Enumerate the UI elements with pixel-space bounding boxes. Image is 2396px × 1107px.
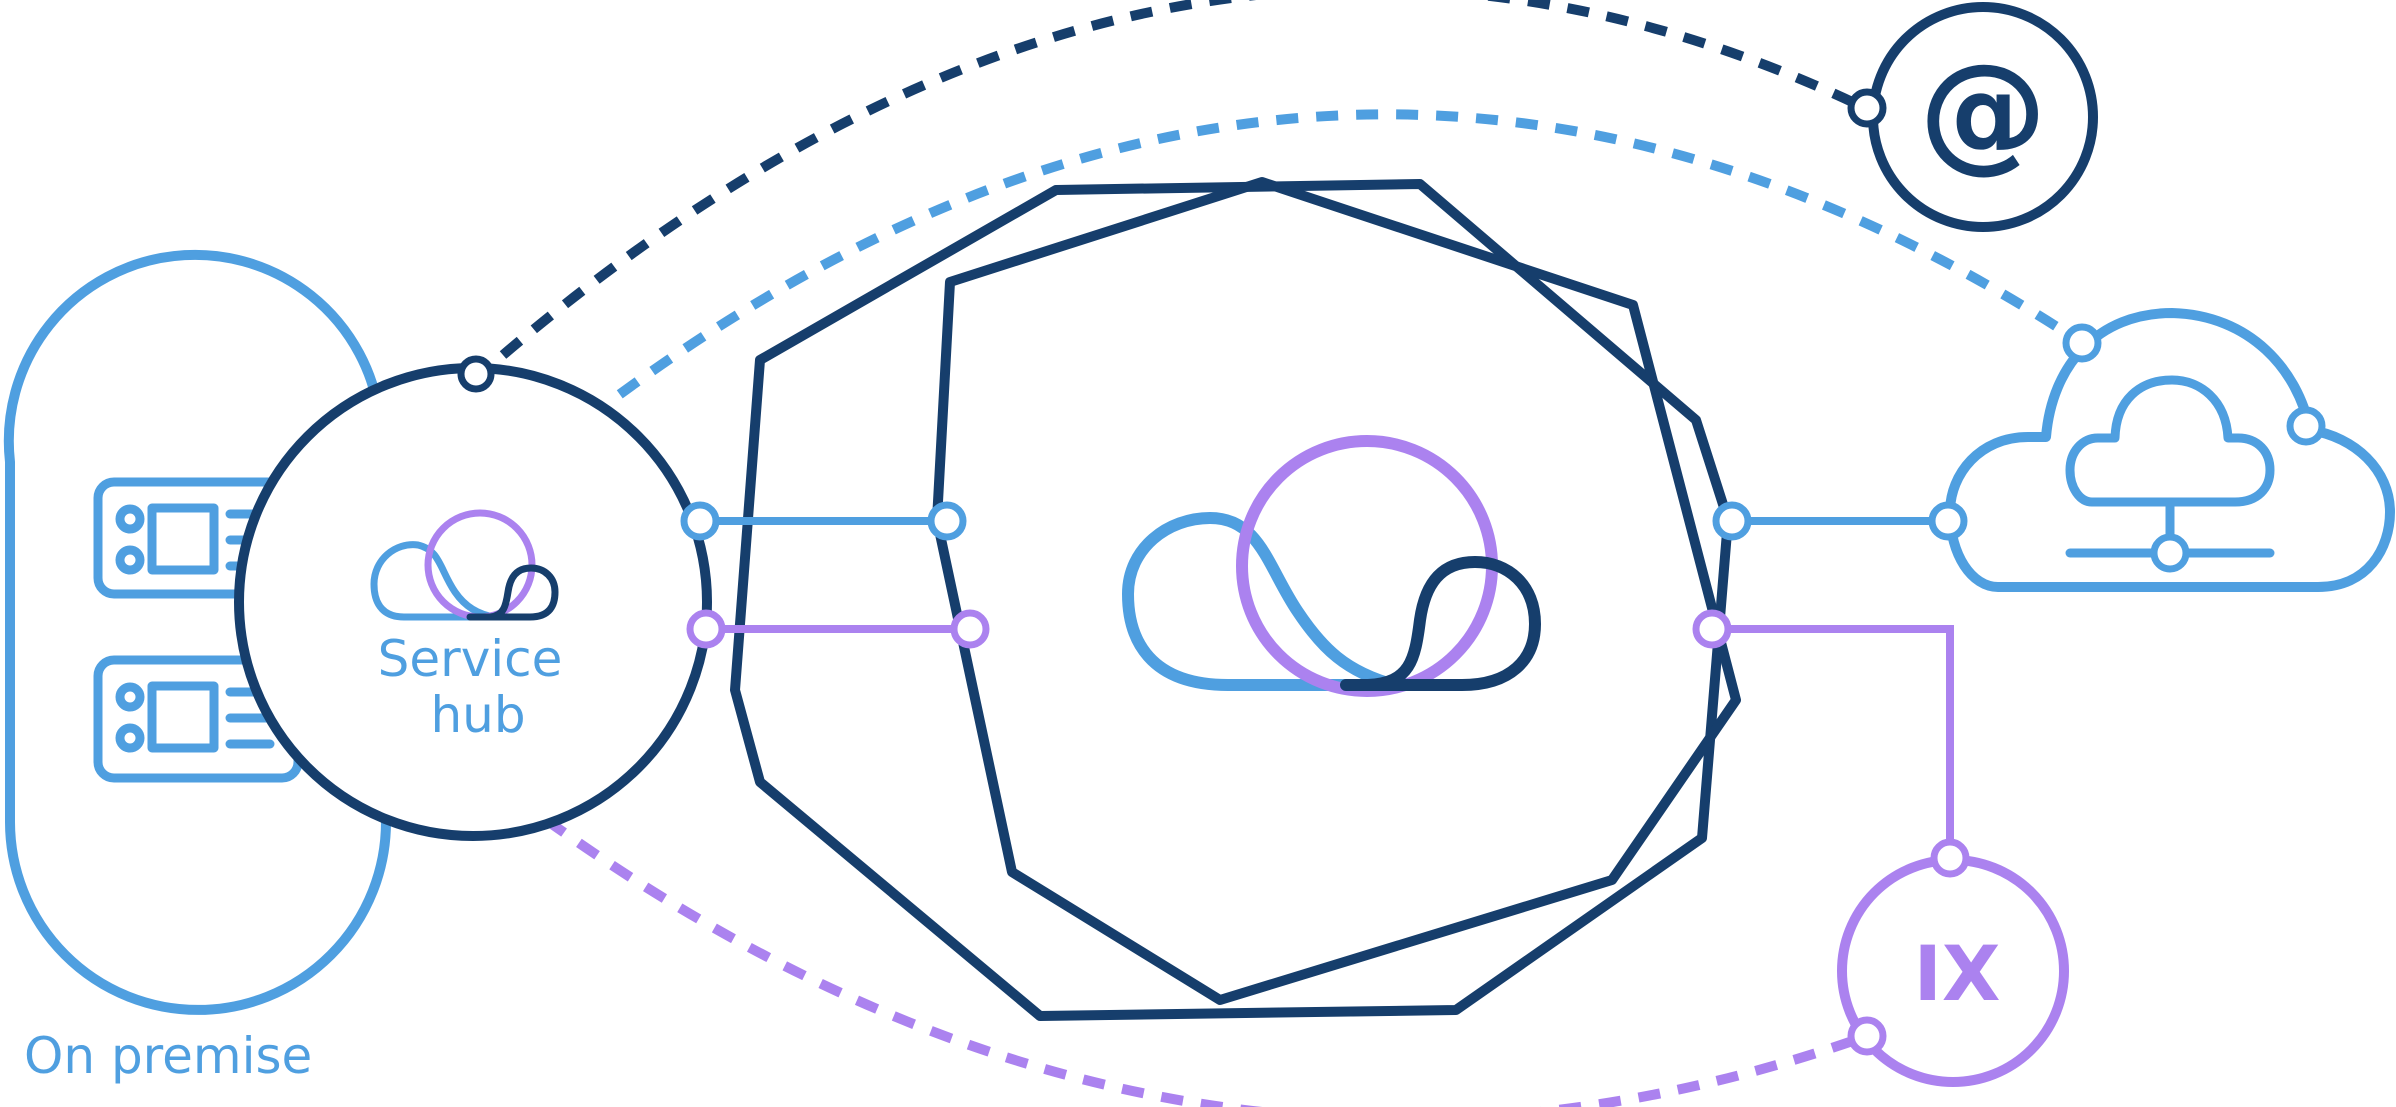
core-to-ix-purple-link — [1712, 625, 1954, 856]
service-hub-label-line1: Service — [378, 630, 563, 688]
hub-right-purple-node — [686, 609, 726, 649]
cloud-network-node — [2150, 533, 2190, 573]
hub-to-ix-dotted-link — [478, 768, 1869, 1107]
ix-left-node — [1847, 1016, 1887, 1056]
service-hub-cloud-icon — [370, 509, 559, 621]
hub-right-blue-node — [680, 501, 720, 541]
ix-label: IX — [1914, 929, 2001, 1018]
connector-nodes — [457, 88, 2326, 1056]
core-right-blue-node — [1712, 501, 1752, 541]
ix-top-node — [1930, 838, 1970, 878]
email-left-node — [1847, 88, 1887, 128]
service-hub-label-line2: hub — [430, 686, 525, 744]
service-hub-label: Service hub — [378, 630, 579, 744]
service-hub-circle — [234, 363, 712, 841]
cloud-top-left-node — [2062, 323, 2102, 363]
cloud-network-icon — [2065, 375, 2275, 558]
core-cloud-polygon-a — [730, 179, 1733, 1021]
email-at-icon: @ — [1919, 37, 2047, 186]
core-right-purple-node — [1692, 609, 1732, 649]
hub-to-cloud-dotted-link — [521, 109, 2085, 472]
hub-to-email-dotted-link — [499, 0, 1868, 359]
core-cloud-polygon-b — [932, 177, 1741, 1005]
cloud-network-outline — [1945, 308, 2395, 592]
core-left-purple-node — [950, 609, 990, 649]
core-cloud-icon — [1121, 435, 1542, 697]
on-premise-label: On premise — [24, 1027, 312, 1085]
cloud-left-node — [1928, 501, 1968, 541]
core-left-blue-node — [927, 501, 967, 541]
hub-top-node — [457, 355, 495, 393]
on-premise-enclosure — [3, 249, 391, 1015]
cloud-top-right-node — [2286, 406, 2326, 446]
